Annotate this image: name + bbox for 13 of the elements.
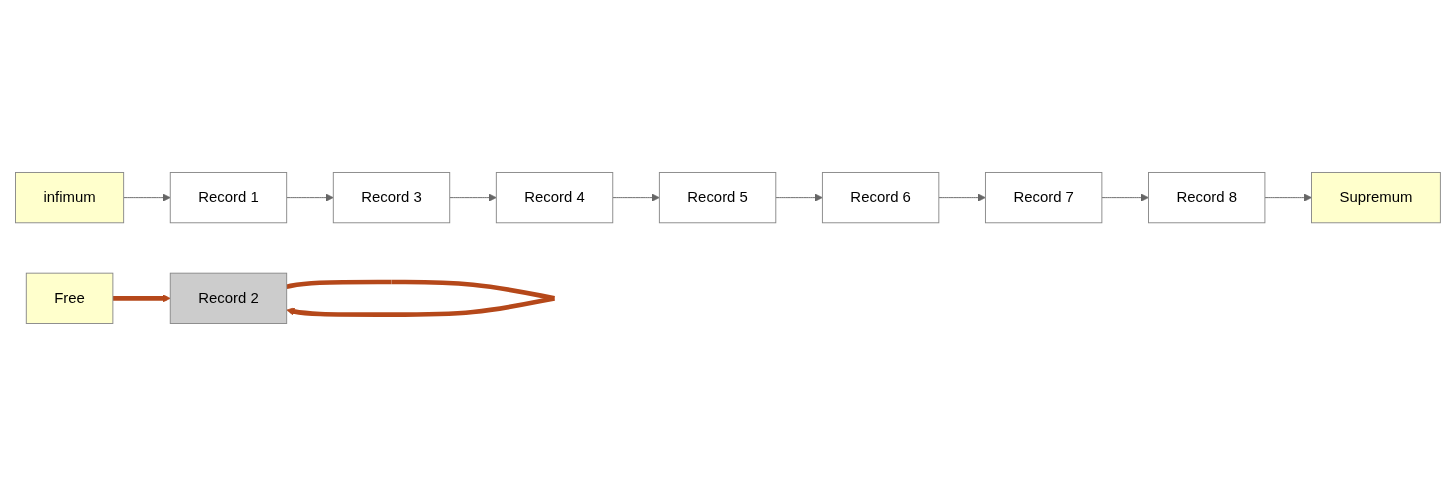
node-box: Record 6 [822, 172, 940, 224]
arrow [112, 294, 171, 303]
node-box: Record 5 [658, 172, 777, 224]
node-box: Record 8 [1148, 172, 1266, 224]
arrow [286, 279, 555, 317]
node-box: Supremum [1311, 172, 1441, 224]
node-box: Record 7 [985, 172, 1103, 224]
node-box: Record 2 [169, 272, 288, 324]
node-box: infimum [15, 172, 125, 224]
node-box: Record 4 [495, 172, 614, 224]
node-box: Free [25, 272, 114, 324]
node-box: Record 3 [332, 172, 451, 224]
node-box: Record 1 [169, 172, 288, 224]
